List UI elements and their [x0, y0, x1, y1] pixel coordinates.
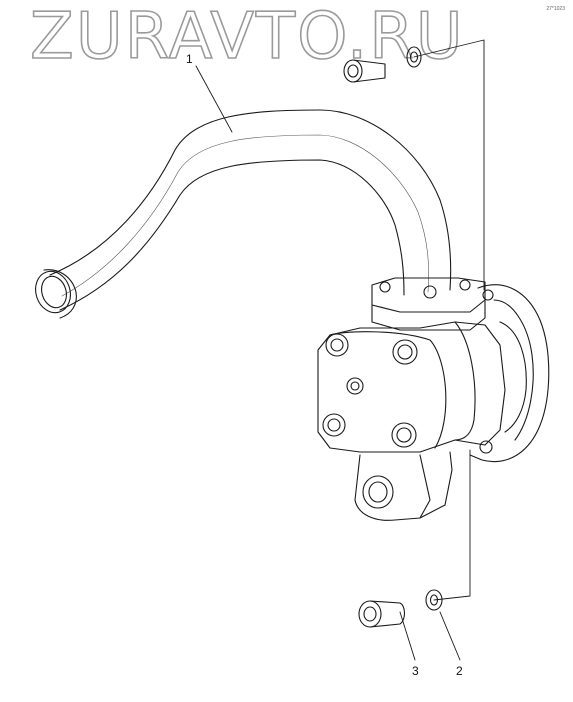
pump-assembly	[317, 277, 550, 521]
manifold-bolt-3	[459, 279, 471, 291]
flange-hole-lower	[479, 440, 493, 454]
rear-flange	[469, 284, 550, 463]
leader-1	[195, 65, 233, 133]
leader-3	[399, 611, 416, 661]
cover-bolt-bottom-left	[322, 413, 346, 437]
manifold-bolt-1	[379, 281, 391, 293]
pump-body	[317, 321, 506, 453]
manifold-port	[482, 289, 494, 301]
upper-washer	[406, 46, 422, 68]
watermark-logo: ZURAVTO.RU	[29, 0, 465, 74]
outlet-port-outer	[362, 475, 394, 509]
pipe-outline-upper	[49, 109, 452, 291]
cover-bolt-top-left	[325, 333, 349, 357]
lower-bolt	[358, 600, 406, 628]
cover-bolt-bottom-right	[391, 422, 417, 448]
pipe-end-collar	[43, 269, 77, 319]
pipe-part	[35, 109, 452, 319]
upper-bolt	[343, 59, 386, 83]
manifold-bolt-2	[423, 285, 437, 299]
front-cover-center-plug	[346, 377, 364, 395]
pipe-centerline	[61, 134, 429, 297]
leader-2	[439, 611, 461, 661]
outlet-port-inner	[368, 481, 388, 503]
outlet-housing	[354, 451, 453, 521]
pipe-open-end-outer	[35, 270, 71, 314]
drawing-reference: 27*1023	[546, 6, 565, 12]
cover-bolt-top-right	[392, 339, 418, 365]
upper-assembly-line	[413, 39, 485, 291]
callout-1: 1	[186, 52, 193, 66]
leader-lines	[195, 39, 485, 661]
pipe-outline-lower	[59, 159, 405, 311]
pipe-open-end-inner	[41, 275, 67, 309]
lower-assembly-line	[433, 449, 471, 601]
callout-2: 2	[456, 664, 463, 678]
callout-3: 3	[412, 664, 419, 678]
